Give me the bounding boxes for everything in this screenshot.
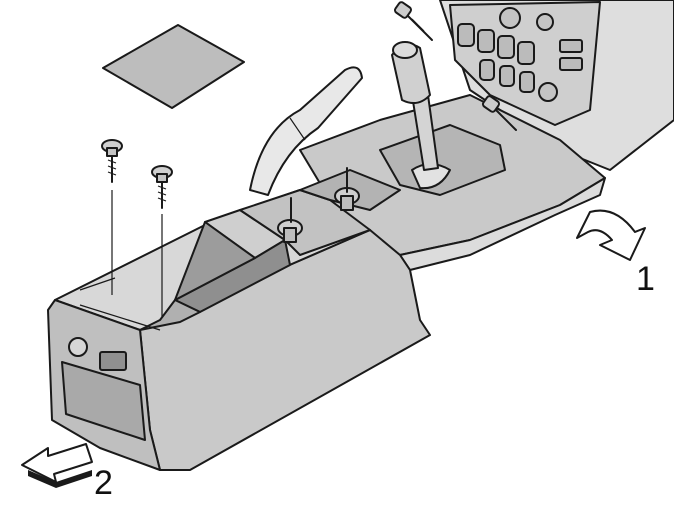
console-screw-right bbox=[151, 165, 173, 318]
dashboard-screw-top bbox=[394, 1, 433, 41]
vent-grille bbox=[457, 7, 583, 102]
cupholder-pin-rear bbox=[334, 167, 360, 211]
pull-out-arrow-icon bbox=[21, 443, 93, 483]
dashboard-screw-mid bbox=[482, 95, 517, 131]
console-screw-left bbox=[101, 139, 123, 295]
gear-lever bbox=[391, 41, 451, 190]
cupholder-pin-front bbox=[277, 197, 303, 243]
handbrake-lever bbox=[249, 66, 363, 196]
storage-compartment bbox=[79, 209, 291, 331]
callout-number-1: 1 bbox=[636, 260, 655, 298]
curved-lift-arrow-icon bbox=[576, 209, 646, 261]
cupholder-area bbox=[239, 167, 401, 256]
dashboard-center-stack bbox=[439, 0, 674, 171]
console-lid-cover bbox=[102, 24, 245, 109]
upper-console bbox=[299, 94, 606, 271]
callout-number-2: 2 bbox=[94, 464, 113, 502]
